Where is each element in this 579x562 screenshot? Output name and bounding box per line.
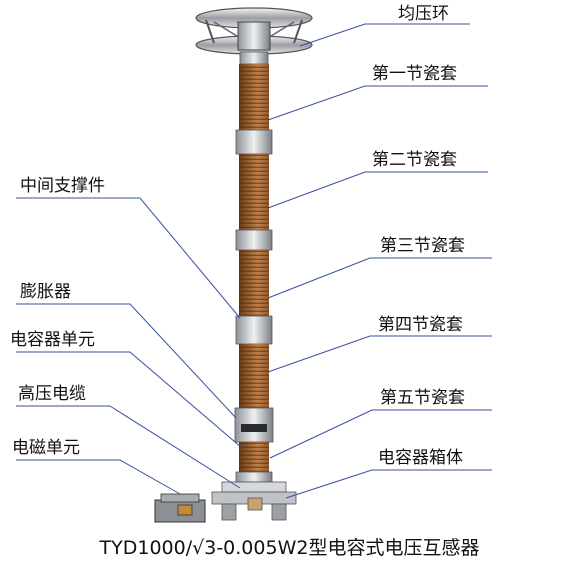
flange-3 [236, 316, 272, 344]
flange-4-window [241, 424, 267, 432]
porcelain-section-5 [239, 442, 269, 472]
label-porcelain-1: 第一节瓷套 [372, 64, 457, 84]
label-middle-support: 中间支撑件 [20, 176, 105, 196]
leader-porcelain-4 [268, 336, 492, 372]
leader-em-unit [16, 460, 180, 494]
flange-1 [236, 130, 272, 154]
leader-porcelain-1 [268, 86, 488, 120]
flange-2 [236, 230, 272, 250]
label-expander: 膨胀器 [20, 282, 71, 302]
leader-porcelain-3 [268, 258, 492, 298]
label-porcelain-2: 第二节瓷套 [372, 150, 457, 170]
porcelain-section-4 [239, 344, 269, 408]
leader-porcelain-2 [268, 172, 488, 208]
diagram-caption: TYD1000/√3-0.005W2型电容式电压互感器 [0, 533, 579, 560]
label-hv-cable: 高压电缆 [18, 384, 86, 404]
label-capacitor-unit: 电容器单元 [10, 330, 95, 350]
label-porcelain-4: 第四节瓷套 [378, 315, 463, 335]
label-grading-ring: 均压环 [398, 4, 449, 24]
porcelain-section-1 [239, 64, 269, 130]
leader-grading-ring [300, 24, 470, 46]
label-capacitor-box: 电容器箱体 [378, 448, 463, 468]
leader-capacitor-box [286, 470, 492, 498]
label-em-unit: 电磁单元 [12, 438, 80, 458]
label-porcelain-3: 第三节瓷套 [380, 236, 465, 256]
grading-ring [196, 8, 312, 54]
label-porcelain-5: 第五节瓷套 [380, 388, 465, 408]
capacitor-box-base [212, 472, 296, 520]
top-cap [240, 52, 268, 64]
porcelain-section-2 [239, 154, 269, 230]
em-unit-box [155, 494, 205, 522]
porcelain-section-3 [239, 250, 269, 316]
